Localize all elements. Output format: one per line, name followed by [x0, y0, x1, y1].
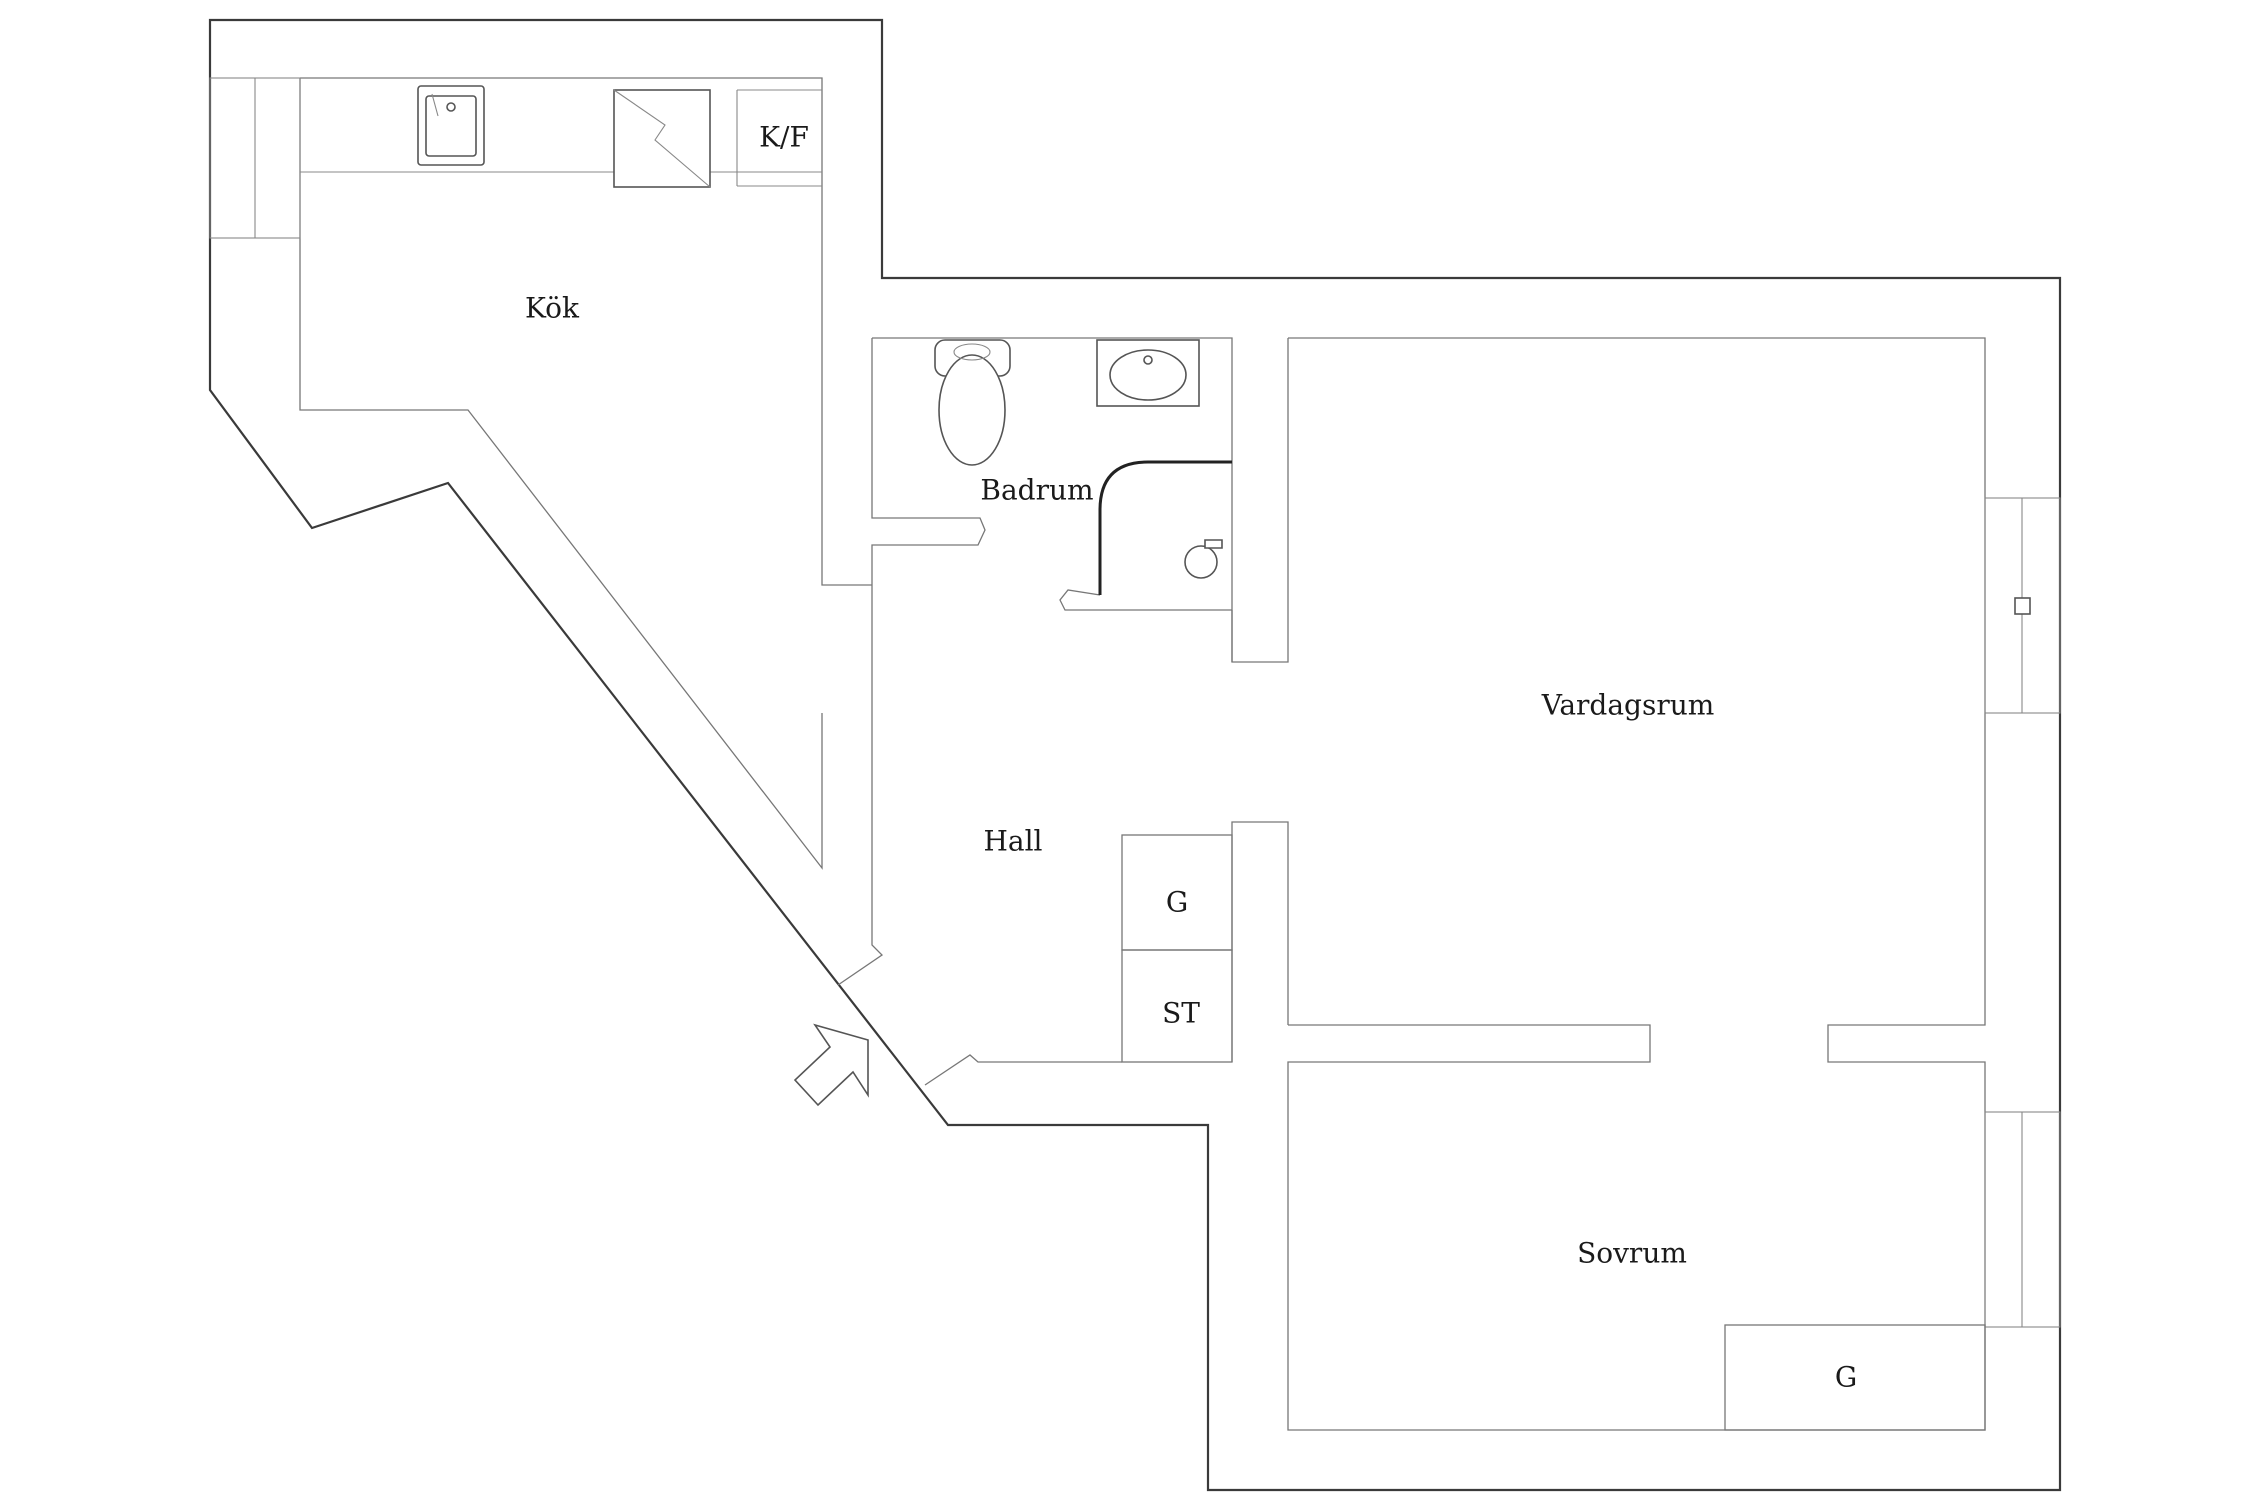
toilet-icon	[934, 339, 1011, 466]
room-label-vardagsrum: Vardagsrum	[1541, 689, 1715, 722]
bedroom-window	[1984, 1111, 2061, 1328]
kitchen-sink-icon	[417, 85, 485, 166]
kitchen-window	[209, 77, 301, 239]
bathroom-walls	[871, 337, 1289, 663]
outer-walls	[208, 18, 2062, 1492]
kitchen-counter	[300, 89, 822, 187]
hall-storage	[837, 585, 1233, 1086]
washbasin-icon	[1096, 339, 1200, 407]
room-label-sovrum: Sovrum	[1577, 1237, 1687, 1270]
room-label-hall: Hall	[983, 825, 1042, 858]
stove-icon	[613, 89, 711, 188]
fixture-label-wardrobe-hall: G	[1166, 886, 1188, 919]
fixture-label-wardrobe-bedroom: G	[1835, 1361, 1857, 1394]
fixture-label-storage-hall: ST	[1162, 997, 1200, 1030]
shower-icon	[1098, 460, 1232, 595]
bedroom-wardrobe	[1724, 1324, 1986, 1431]
living-room-window	[1984, 497, 2061, 714]
room-label-badrum: Badrum	[980, 474, 1093, 507]
entrance-arrow-icon	[793, 1023, 869, 1107]
fixture-label-fridge-freezer: K/F	[759, 121, 809, 154]
room-label-kok: Kök	[525, 292, 580, 325]
